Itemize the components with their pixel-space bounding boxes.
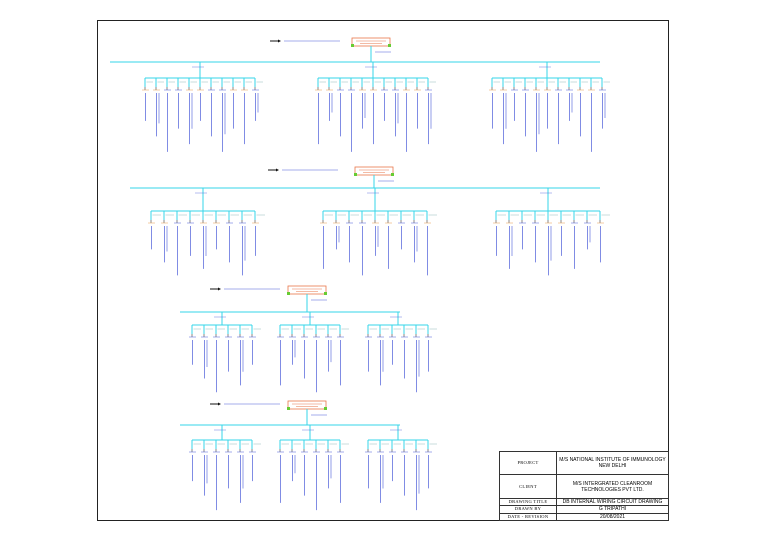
terminal-marker	[351, 44, 354, 47]
project-value: M/S NATIONAL INSTITUTE OF IMMUNOLOGY NEW…	[556, 450, 669, 476]
arrow-icon	[278, 39, 281, 43]
client-value: M/S INTERGRATED CLEANROOM TECHNOLOGIES P…	[556, 474, 669, 499]
drawn-by-label: DRAWN BY	[499, 505, 557, 514]
date-value: 20/08/2021	[556, 512, 669, 522]
arrow-icon	[276, 168, 279, 172]
arrow-icon	[218, 402, 221, 406]
drawing-title-value: DB INTERNAL WIRING CIRCUIT DRAWING	[556, 497, 669, 507]
terminal-marker	[324, 407, 327, 410]
project-label: PROJECT	[499, 450, 557, 476]
db-header-box	[287, 285, 327, 295]
db-header-box	[287, 400, 327, 410]
terminal-marker	[287, 292, 290, 295]
terminal-marker	[287, 407, 290, 410]
db-header-box	[354, 166, 394, 176]
terminal-marker	[324, 292, 327, 295]
date-label: DATE - REVISION	[499, 512, 557, 522]
terminal-marker	[354, 173, 357, 176]
terminal-marker	[391, 173, 394, 176]
drawing-title-label: DRAWING TITLE	[499, 497, 557, 507]
db-header-box	[351, 37, 391, 47]
arrow-icon	[218, 287, 221, 291]
drawn-by-value: G TRIPATHI	[556, 505, 669, 514]
terminal-marker	[388, 44, 391, 47]
drawing-frame	[97, 20, 669, 521]
client-label: CLIENT	[499, 474, 557, 499]
